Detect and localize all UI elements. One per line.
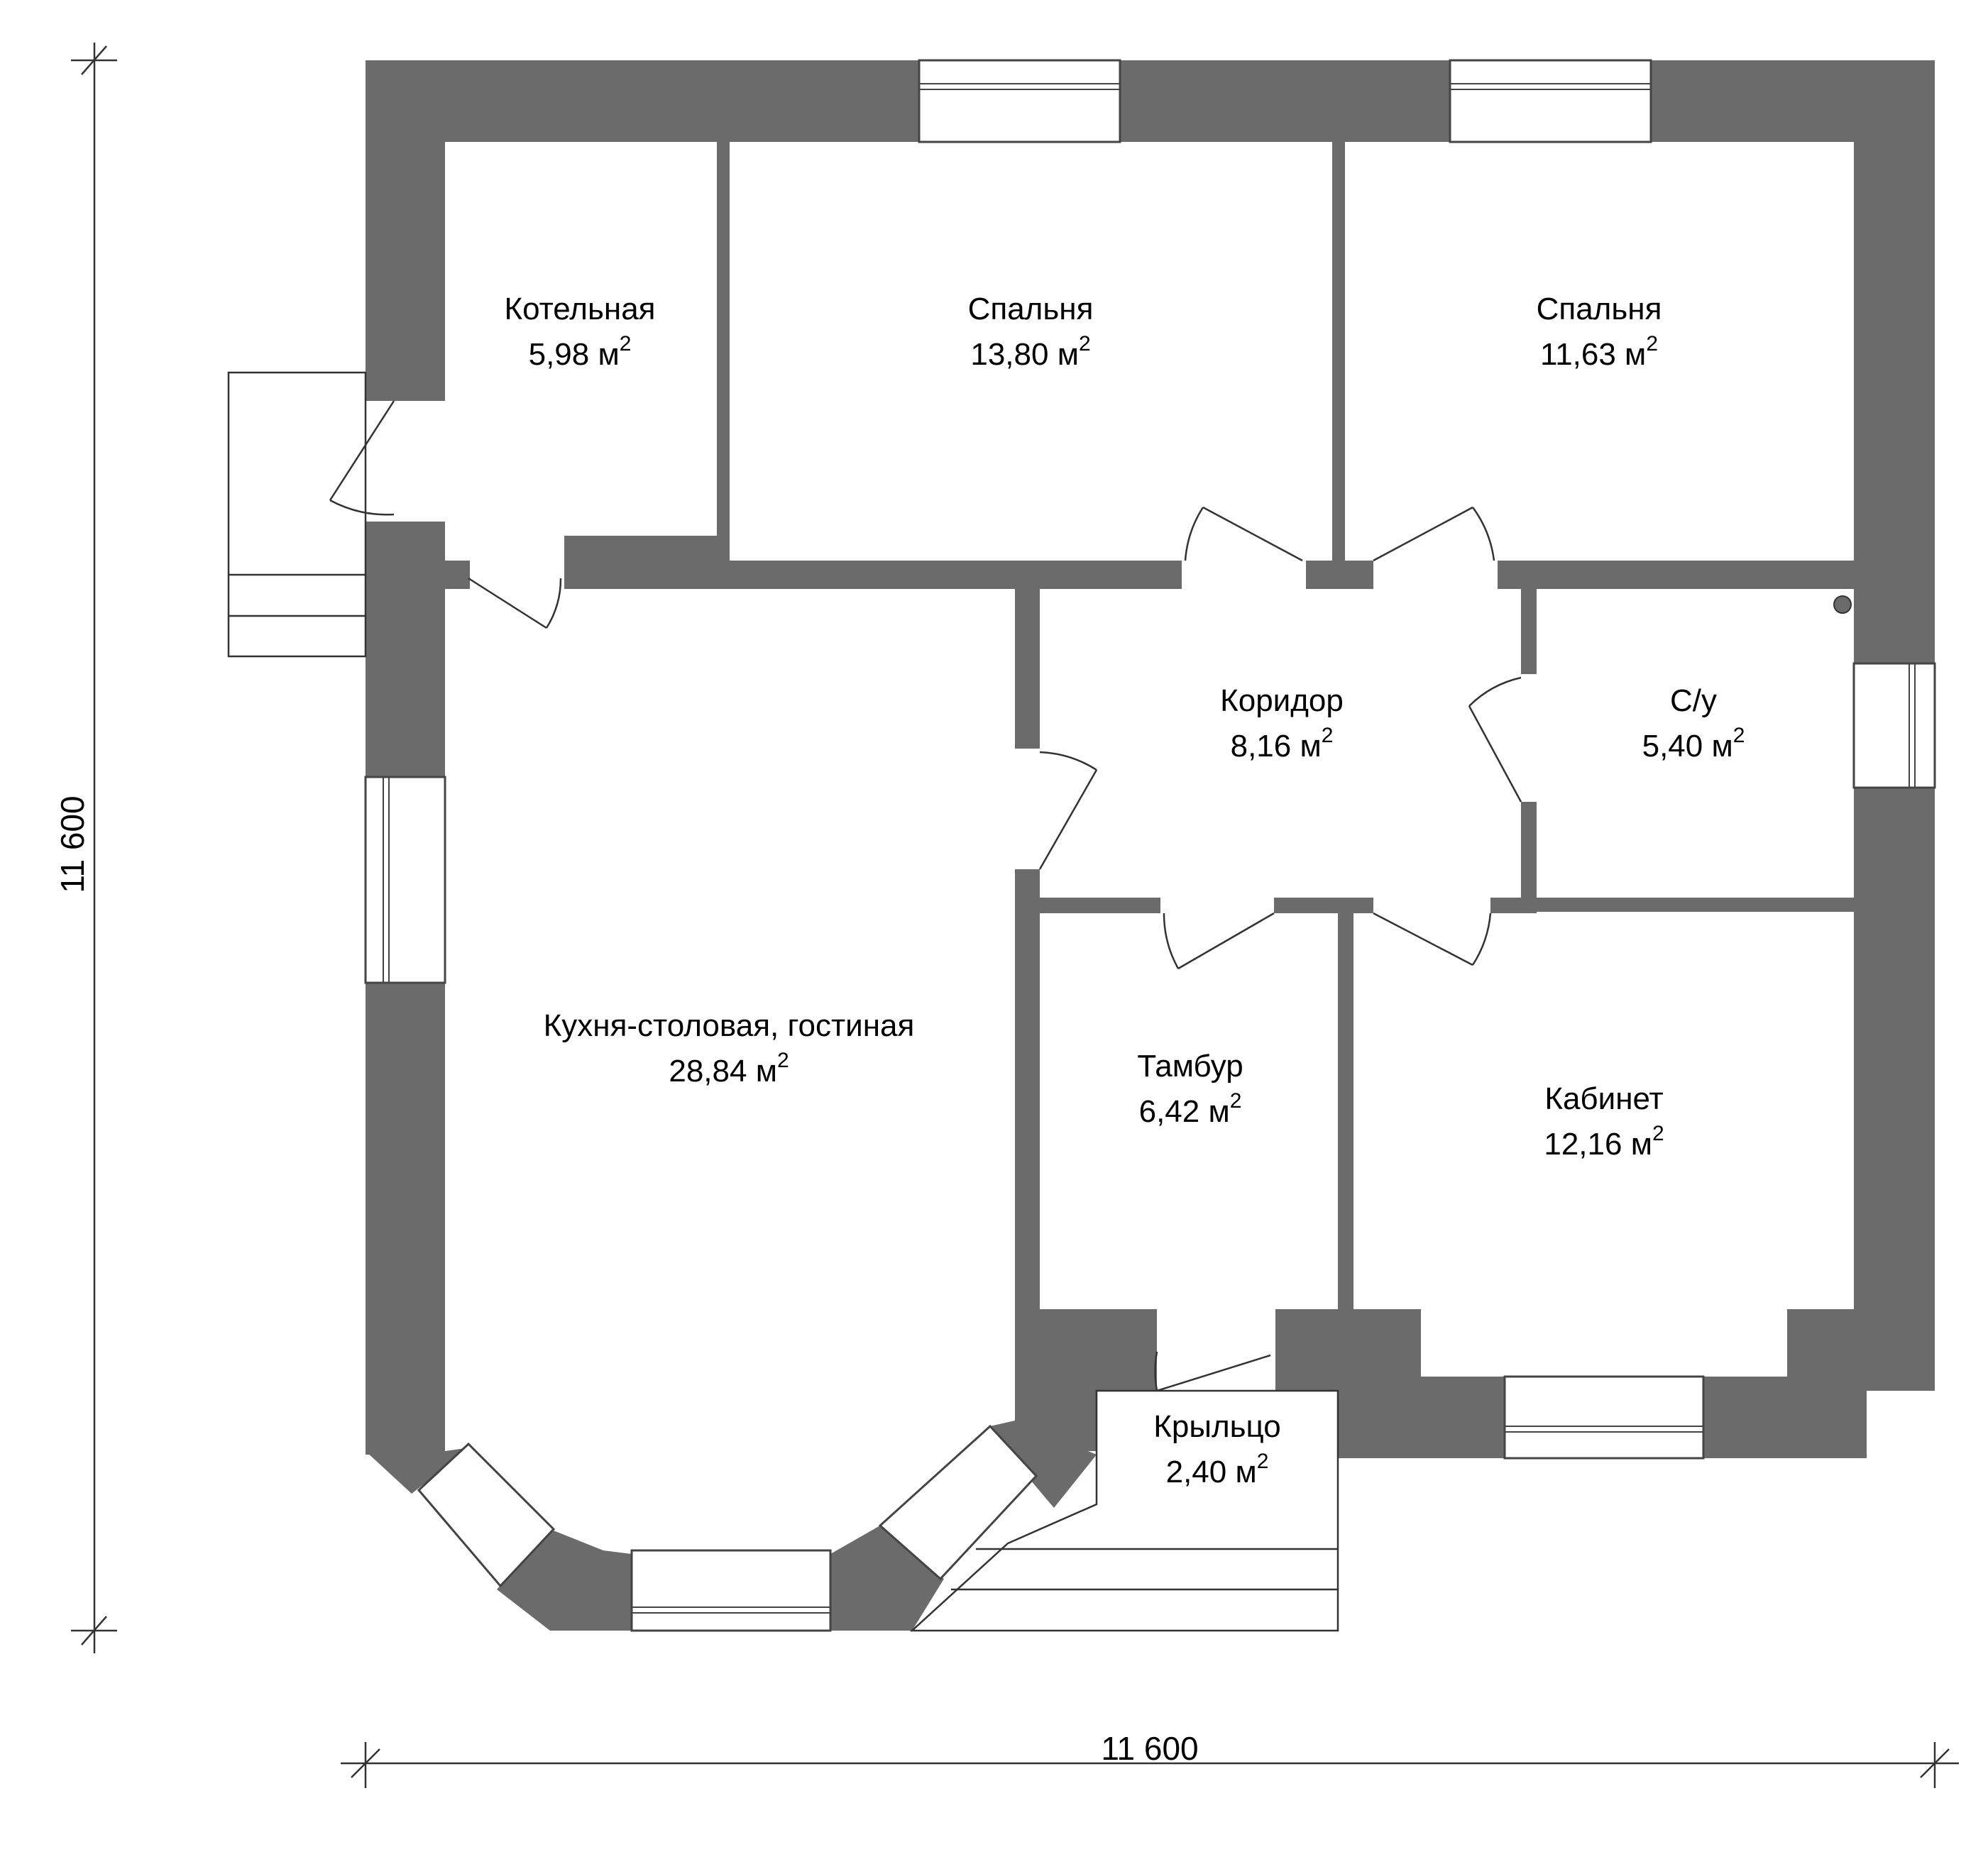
wall-wc-left-2 [1521,802,1537,898]
wall-right-1 [1854,60,1935,663]
window-study [1503,1375,1705,1460]
wall-bay-left [366,1448,470,1494]
window-bay-se [878,1424,1038,1581]
wall-boiler-bottom-2 [564,536,717,589]
window-bay-sw [417,1442,556,1588]
drain-fixture [1833,595,1852,614]
dim-width-label: 11 600 [1101,1730,1198,1767]
wall-porch-left-down [1015,1309,1097,1451]
wall-vest-right [1338,913,1353,1309]
wall-corr-bottom-3 [1490,898,1537,913]
room-name-porch: Крыльцо [1153,1409,1281,1444]
room-area-bathroom: 5,40 м2 [1642,724,1745,764]
wall-corr-bottom-1 [1040,898,1160,913]
dim-height-label: 11 600 [54,795,91,893]
dimension-lines: 11 600 11 600 [54,43,1959,1788]
room-area-kitchen: 28,84 м2 [669,1049,789,1088]
room-name-kitchen: Кухня-столовая, гостиная [544,1008,915,1043]
room-name-bedroom2: Спальня [1537,292,1662,326]
doors [329,400,1852,1392]
steps [227,371,1339,1632]
room-area-study: 12,16 м2 [1544,1122,1664,1162]
room-area-corridor: 8,16 м2 [1231,724,1334,764]
wall-wc-left-1 [1521,589,1537,674]
windows [364,59,1936,1632]
wall-right-2 [1854,788,1935,1391]
window-right [1852,662,1936,789]
wall-wc-bottom [1537,898,1854,912]
side-steps [227,371,367,658]
wall-top-2 [1120,60,1450,142]
wall-bed-bottom-2 [1306,561,1373,589]
room-name-corridor: Коридор [1220,683,1344,718]
wall-top-1 [366,60,919,142]
wall-bottom-right [1275,1309,1505,1458]
room-area-boiler: 5,98 м2 [529,332,632,372]
wall-bed1-right [1332,142,1345,561]
wall-bed-bottom-3 [1498,561,1854,589]
room-name-study: Кабинет [1544,1081,1663,1116]
wall-bottom-right-3 [1703,1309,1935,1458]
interior-walls [445,142,1854,1309]
window-top-1 [918,59,1121,143]
wall-corr-bottom-2 [1274,898,1373,913]
room-name-bathroom: С/у [1670,683,1717,718]
wall-bay-se [830,1526,944,1631]
porch-platform [909,1389,1339,1632]
wall-boiler-bottom-1 [445,561,470,589]
wall-left-2 [366,522,445,777]
room-area-bedroom2: 11,63 м2 [1540,332,1658,372]
wall-left-3 [366,983,445,1455]
window-left [364,776,446,984]
room-area-vestibule: 6,42 м2 [1139,1089,1242,1129]
wall-bed-bottom-1 [717,561,1182,589]
window-bay-bottom [630,1549,832,1632]
room-name-vestibule: Тамбур [1137,1049,1243,1084]
exterior-walls [366,60,1935,1631]
window-top-2 [1449,59,1652,143]
wall-corridor-left [1015,589,1040,749]
room-area-porch: 2,40 м2 [1166,1450,1269,1489]
room-name-bedroom1: Спальня [968,292,1094,326]
wall-right-bottom-corner [1854,1309,1935,1391]
room-labels: Котельная 5,98 м2 Спальня 13,80 м2 Спаль… [505,292,1745,1489]
wall-boiler-right [717,142,730,589]
room-area-bedroom1: 13,80 м2 [970,332,1090,372]
wall-left-1 [366,60,445,401]
room-name-boiler: Котельная [505,292,656,326]
